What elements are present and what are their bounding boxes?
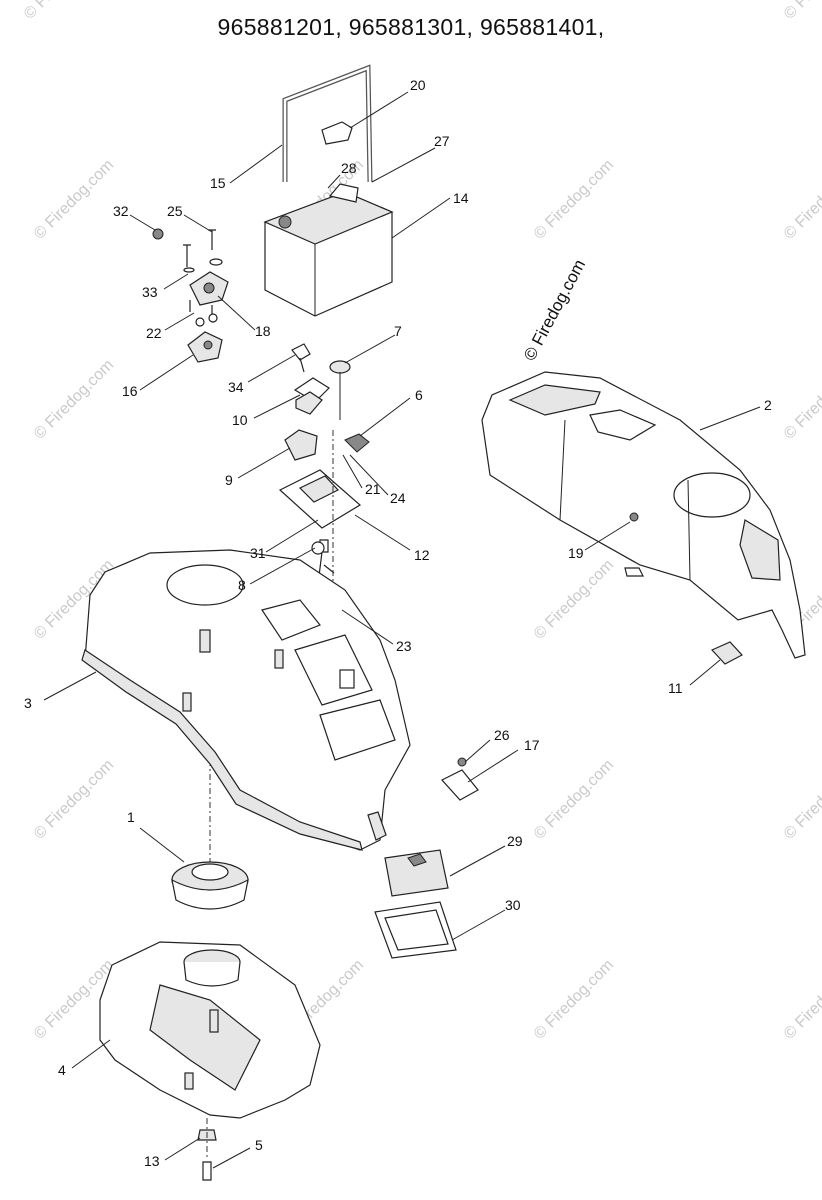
diagram-title: 965881201, 965881301, 965881401, xyxy=(217,14,605,40)
callout-labels: 1 2 3 4 5 6 7 8 9 10 11 12 13 14 15 16 1… xyxy=(24,77,772,1169)
callout-8: 8 xyxy=(238,577,246,593)
callout-15: 15 xyxy=(210,175,226,191)
watermark: © Firedog.com xyxy=(531,756,617,842)
watermark: © Firedog.com xyxy=(781,156,822,242)
callout-26: 26 xyxy=(494,727,510,743)
callout-31: 31 xyxy=(250,545,266,561)
callout-30: 30 xyxy=(505,897,521,913)
callout-25: 25 xyxy=(167,203,183,219)
callout-2: 2 xyxy=(764,397,772,413)
callout-27: 27 xyxy=(434,133,450,149)
callout-23: 23 xyxy=(396,638,412,654)
watermark: © Firedog.com xyxy=(781,756,822,842)
callout-13: 13 xyxy=(144,1153,160,1169)
callout-12: 12 xyxy=(414,547,430,563)
callout-5: 5 xyxy=(255,1137,263,1153)
throttle-knob xyxy=(329,360,351,374)
mount-bracket xyxy=(441,769,479,801)
callout-21: 21 xyxy=(365,481,381,497)
callout-4: 4 xyxy=(58,1062,66,1078)
callout-7: 7 xyxy=(394,323,402,339)
front-body xyxy=(81,549,411,851)
watermark: © Firedog.com xyxy=(781,356,822,442)
fuel-valve xyxy=(202,1161,212,1181)
switch-clip xyxy=(344,433,370,453)
callout-16: 16 xyxy=(122,383,138,399)
callout-20: 20 xyxy=(410,77,426,93)
watermark: © Firedog.com xyxy=(781,956,822,1042)
callout-24: 24 xyxy=(390,490,406,506)
callout-3: 3 xyxy=(24,695,32,711)
callout-18: 18 xyxy=(255,323,271,339)
battery xyxy=(263,183,394,317)
fuel-tank xyxy=(99,941,321,1119)
callout-28: 28 xyxy=(341,160,357,176)
callout-29: 29 xyxy=(507,833,523,849)
callout-9: 9 xyxy=(225,472,233,488)
watermark: © Firedog.com xyxy=(531,156,617,242)
rear-body xyxy=(481,371,806,659)
callout-1: 1 xyxy=(127,809,135,825)
callout-6: 6 xyxy=(415,387,423,403)
callout-32: 32 xyxy=(113,203,129,219)
callout-11: 11 xyxy=(668,680,683,696)
connector-clip xyxy=(710,641,743,665)
watermark: © Firedog.com xyxy=(531,556,617,642)
callout-19: 19 xyxy=(568,545,584,561)
watermark: © Firedog.com xyxy=(31,356,117,442)
ignition-key xyxy=(291,343,311,373)
watermark: © Firedog.com xyxy=(31,756,117,842)
callout-33: 33 xyxy=(142,284,158,300)
fuel-cap xyxy=(171,861,249,910)
watermark: © Firedog.com xyxy=(531,956,617,1042)
leader-lines xyxy=(43,91,761,1169)
callout-10: 10 xyxy=(232,412,248,428)
screw xyxy=(208,229,216,250)
battery-strap-inner xyxy=(283,66,372,183)
nut xyxy=(152,228,164,240)
terminal-boot xyxy=(321,121,353,145)
light-switch xyxy=(284,429,318,461)
callout-14: 14 xyxy=(453,190,469,206)
callout-17: 17 xyxy=(524,737,540,753)
callout-22: 22 xyxy=(146,325,162,341)
watermark: © Firedog.com xyxy=(31,156,117,242)
watermark: © Firedog.com xyxy=(781,0,822,23)
trim-panel xyxy=(384,849,449,897)
callout-34: 34 xyxy=(228,379,244,395)
watermark: © Firedog.com xyxy=(21,0,107,23)
screw xyxy=(183,244,191,267)
washer xyxy=(183,267,195,273)
